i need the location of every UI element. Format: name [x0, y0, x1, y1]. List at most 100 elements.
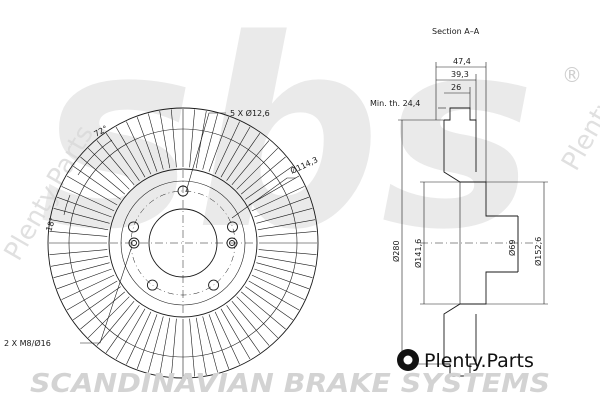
cooling-vane	[80, 291, 125, 330]
label-26: 26	[451, 83, 461, 92]
label-47: 47,4	[453, 57, 471, 66]
front-leaders	[63, 112, 296, 344]
cooling-vane	[251, 186, 305, 212]
label-39: 39,3	[451, 70, 469, 79]
cooling-vane	[226, 133, 261, 181]
cooling-vane	[226, 305, 261, 353]
cooling-vane	[241, 291, 286, 330]
label-69: Ø69	[507, 240, 517, 256]
cooling-vane	[73, 286, 121, 321]
cooling-vane	[208, 314, 230, 370]
cooling-vane	[248, 280, 300, 311]
cooling-vane	[189, 318, 195, 377]
cooling-vane	[115, 308, 146, 360]
cooling-vane	[220, 308, 251, 360]
cooling-vane	[96, 301, 135, 346]
cooling-vane	[105, 305, 140, 353]
cooling-vane	[49, 249, 108, 255]
cooling-vane	[257, 255, 316, 267]
cooling-vane	[53, 208, 110, 224]
cooling-vane	[257, 219, 316, 231]
cooling-vane	[214, 121, 240, 175]
cooling-vane	[248, 175, 300, 206]
cooling-vane	[56, 196, 112, 218]
cooling-vane	[254, 268, 310, 290]
cooling-vane	[56, 268, 112, 290]
cooling-vane	[231, 301, 270, 346]
cooling-vane	[171, 318, 177, 377]
cooling-vane	[49, 231, 108, 237]
cooling-vane	[254, 196, 310, 218]
cooling-vane	[126, 311, 152, 365]
cooling-vane	[220, 126, 251, 178]
cooling-vane	[214, 311, 240, 365]
label-min-th: Min. th. 24,4	[370, 99, 420, 108]
cooling-vane	[115, 126, 146, 178]
label-280: Ø280	[391, 240, 401, 262]
bolt-hole	[227, 221, 238, 233]
cooling-vane	[256, 262, 313, 278]
cooling-vane	[171, 109, 177, 168]
label-bolt-holes: 5 X Ø12,6	[230, 108, 270, 118]
cooling-vane	[66, 175, 118, 206]
cooling-vane	[236, 147, 279, 190]
section-dim-lines	[398, 62, 548, 365]
cooling-vane	[66, 280, 118, 311]
cooling-vane	[251, 274, 305, 300]
cooling-vane	[61, 186, 115, 212]
watermark-sbs: sbs	[40, 0, 536, 287]
cooling-vane	[189, 109, 195, 168]
label-angle-18: 18°	[44, 216, 57, 232]
cooling-vane	[50, 219, 109, 231]
logo-text: Plenty.Parts	[424, 350, 534, 372]
bolt-hole	[208, 279, 220, 291]
hat-circle	[108, 168, 258, 318]
watermark-layer: sbs Plenty.Parts Plenty.Parts ®	[0, 0, 600, 287]
cooling-vane	[87, 147, 130, 190]
cooling-vanes	[49, 109, 317, 377]
cooling-vane	[73, 165, 121, 200]
watermark-plenty-right: Plenty.Parts	[556, 31, 600, 176]
cooling-vane	[245, 165, 293, 200]
cooling-vane	[208, 116, 230, 172]
bottom-banner: SCANDINAVIAN BRAKE SYSTEMS	[30, 369, 550, 399]
label-141: Ø141,6	[413, 239, 423, 268]
cooling-vane	[148, 316, 164, 373]
cooling-vane	[256, 208, 313, 224]
cooling-vane	[202, 113, 218, 170]
cooling-vane	[61, 274, 115, 300]
cooling-vane	[126, 121, 152, 175]
label-threaded-holes: 2 X M8/Ø16	[4, 338, 51, 348]
bolt-holes	[128, 185, 238, 291]
cooling-vane	[148, 113, 164, 170]
cooling-vane	[50, 255, 109, 267]
disc-outer-circle	[47, 107, 319, 379]
bolt-hole	[146, 279, 158, 291]
cooling-vane	[231, 140, 270, 185]
cooling-vane	[241, 156, 286, 195]
leader-bolt-circle	[231, 177, 296, 219]
cooling-vane	[258, 249, 317, 255]
plenty-parts-logo: Plenty.Parts	[397, 349, 534, 372]
cooling-vane	[80, 156, 125, 195]
leader-threaded-holes	[80, 248, 132, 344]
cooling-vane	[202, 316, 218, 373]
disc-front-view	[47, 107, 319, 379]
cooling-vane	[136, 314, 158, 370]
cooling-vane	[159, 110, 171, 169]
disc-section-bottom	[443, 271, 518, 377]
arc-18	[63, 194, 71, 216]
cooling-vane	[245, 286, 293, 321]
cooling-vane	[96, 140, 135, 185]
cooling-vane	[136, 116, 158, 172]
cooling-vane	[53, 262, 110, 278]
cooling-vane	[195, 317, 207, 376]
cooling-vane	[258, 231, 317, 237]
section-title: Section A–A	[432, 27, 480, 36]
cooling-vane	[236, 296, 279, 339]
registered-mark: ®	[562, 63, 582, 87]
arc-72	[77, 139, 113, 176]
cooling-vane	[159, 317, 171, 376]
logo-gear-hub	[403, 355, 413, 365]
